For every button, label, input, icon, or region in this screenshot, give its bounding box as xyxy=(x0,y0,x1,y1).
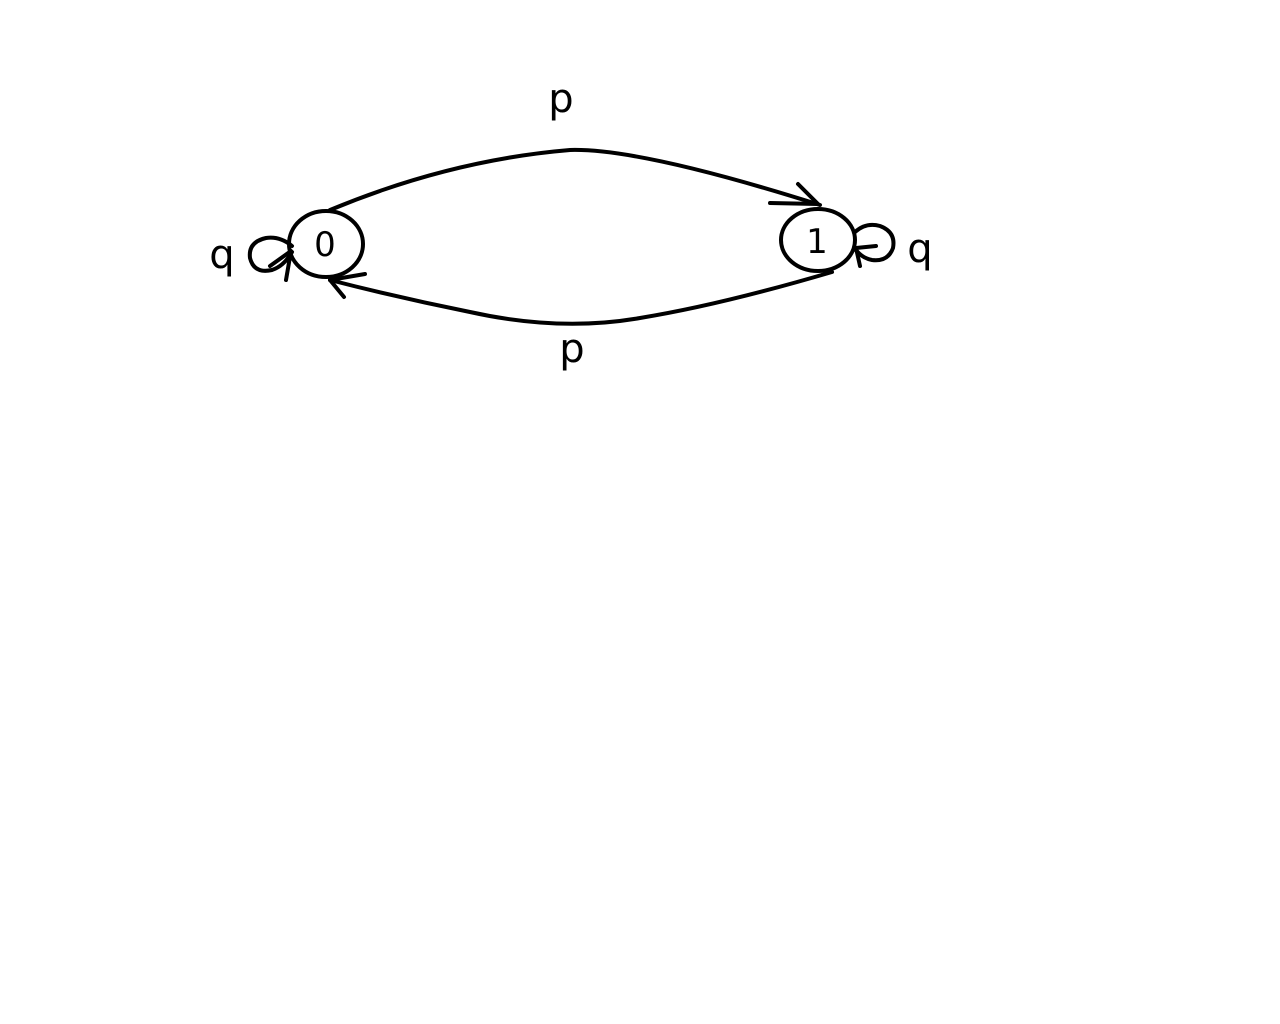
state-1-circle xyxy=(779,207,857,273)
transition-0-to-1-label: p xyxy=(548,76,573,122)
self-loop-0: q xyxy=(209,232,294,282)
state-0: 0 xyxy=(287,209,365,279)
transition-1-to-0: p xyxy=(328,270,834,372)
self-loop-1-arc xyxy=(853,222,896,263)
transition-1-to-0-arc xyxy=(328,270,834,326)
self-loop-0-arrowhead xyxy=(268,249,293,282)
transition-0-to-1-arc xyxy=(328,147,822,212)
transition-1-to-0-arrowhead xyxy=(328,272,367,299)
transition-0-to-1: p xyxy=(328,76,822,212)
self-loop-1: q xyxy=(853,222,933,272)
state-1: 1 xyxy=(779,207,857,273)
state-1-label: 1 xyxy=(806,222,828,262)
self-loop-0-label: q xyxy=(209,232,234,278)
self-loop-1-arrowhead xyxy=(854,244,878,268)
transition-1-to-0-label: p xyxy=(559,326,584,372)
transition-0-to-1-arrowhead xyxy=(768,182,820,206)
self-loop-0-arc xyxy=(247,235,294,273)
state-0-label: 0 xyxy=(314,225,336,265)
self-loop-1-label: q xyxy=(907,226,932,272)
